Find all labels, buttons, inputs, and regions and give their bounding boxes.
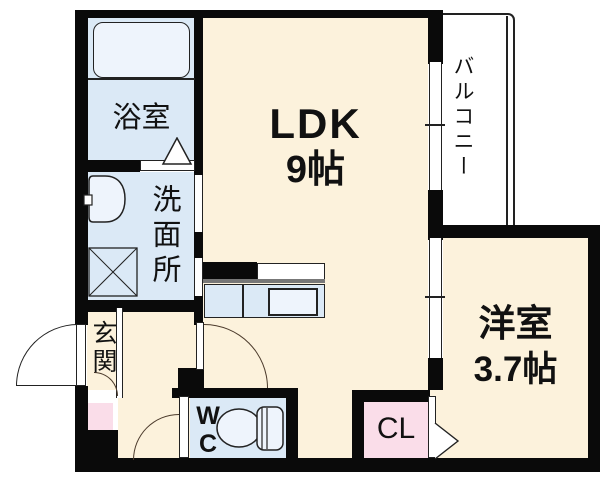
washbasin-icon: [83, 175, 126, 223]
wall-top: [75, 10, 443, 18]
ldk-size-label: 9帖: [285, 149, 346, 191]
wall-entrance-bottom-block: [78, 430, 118, 472]
closet-floor-area: [364, 402, 428, 458]
closet-label: CL: [376, 412, 416, 445]
wall-toilet-top: [172, 388, 298, 398]
western-room-window-tick: [425, 296, 445, 298]
western-room-size-label: 3.7帖: [473, 350, 558, 389]
wall-washroom-right-lower: [194, 296, 203, 325]
shoe-cabinet-gap: [113, 403, 118, 433]
entrance-partition: [116, 308, 123, 398]
bathtub-icon: [93, 22, 190, 78]
kitchen-counter: [257, 263, 325, 280]
wall-western-room-top: [428, 225, 600, 238]
wall-hall-door-stub: [178, 368, 204, 390]
balcony-window-tick: [425, 124, 445, 126]
wall-ldk-right-lower: [428, 358, 443, 390]
wall-ldk-right-upper: [428, 10, 443, 64]
western-room-window: [429, 238, 442, 358]
wall-ldk-right-mid: [428, 190, 443, 240]
toilet-door: [179, 396, 189, 458]
balcony-window: [429, 62, 442, 190]
kitchen-sink-icon: [268, 288, 318, 316]
washroom-door-lower: [194, 258, 203, 296]
western-room-label: 洋室: [478, 303, 553, 344]
washroom-door-upper: [194, 175, 203, 232]
entrance-label: 玄関: [89, 320, 117, 376]
toilet-icon: [216, 406, 284, 451]
balcony-area: [443, 13, 515, 225]
wall-washroom-right-mid: [194, 232, 203, 258]
kitchen-unit-divider: [242, 284, 244, 318]
bathroom-label: 浴室: [112, 102, 171, 134]
wall-toilet-right: [286, 398, 298, 470]
washroom-label: 洗面所: [148, 184, 180, 289]
entrance-door: [76, 324, 86, 386]
toilet-label: W C: [194, 402, 222, 458]
ldk-label: LDK: [269, 100, 362, 147]
toilet-label-line1: W: [196, 402, 220, 430]
balcony-railing: [506, 16, 508, 225]
wall-kitchen-stub: [203, 262, 257, 280]
wall-bottom: [75, 458, 600, 472]
hallway-ldk-door: [196, 322, 204, 370]
wall-closet-left: [352, 390, 364, 460]
wall-bath-washroom-divider: [75, 160, 140, 172]
bathroom-divider-line: [88, 78, 195, 80]
kitchen-counter-edge: [203, 279, 325, 283]
shoe-cabinet: [87, 403, 113, 433]
wall-washroom-bottom: [75, 300, 197, 312]
washing-machine-pan-icon: [88, 247, 138, 297]
western-room-floor-area: [443, 238, 588, 458]
closet-fold-door-icon: [434, 422, 460, 460]
wall-bathroom-right: [194, 10, 203, 175]
wall-closet-top: [352, 390, 430, 402]
entrance-door-swing: [16, 324, 78, 386]
toilet-label-line2: C: [198, 430, 218, 458]
bathroom-folding-door-icon: [161, 137, 193, 165]
wall-right: [588, 228, 600, 472]
balcony-label: バルコニー: [451, 55, 474, 180]
